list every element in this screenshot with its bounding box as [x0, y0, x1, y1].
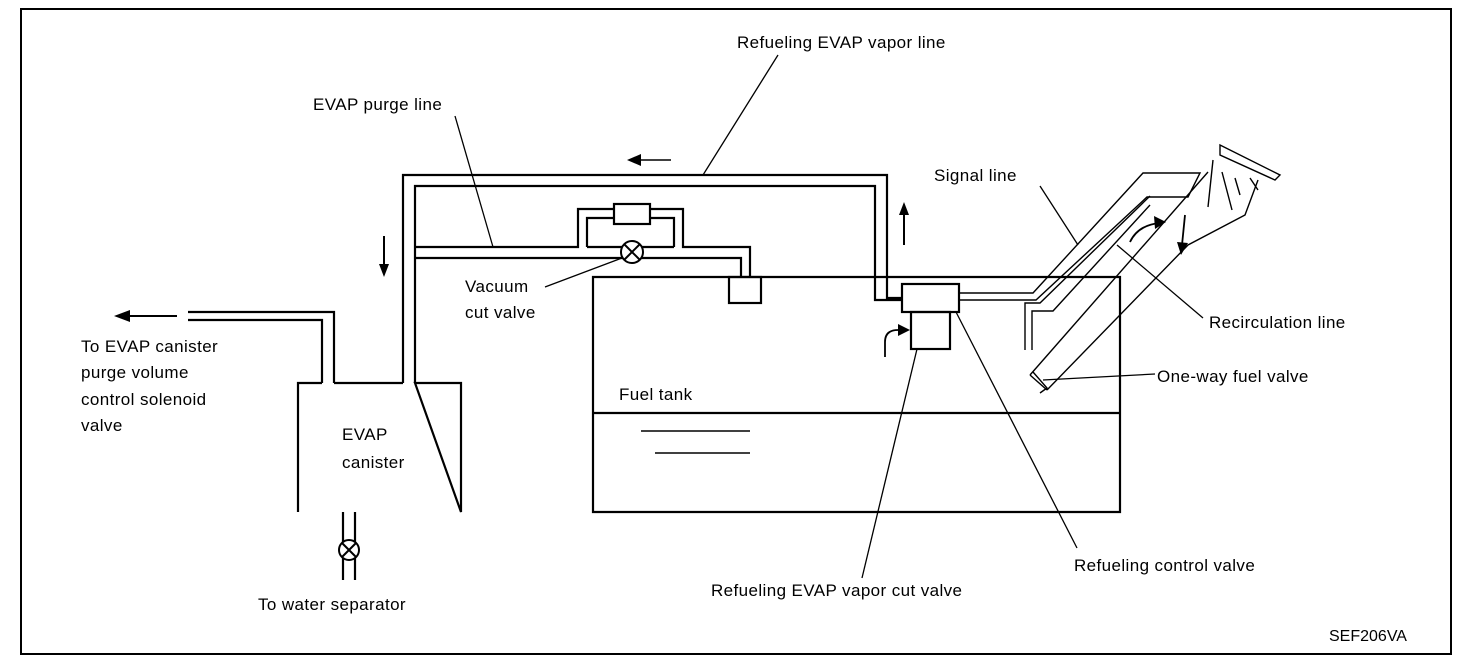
leader-line	[544, 257, 623, 288]
leader-line	[861, 348, 918, 579]
filler-neck	[1029, 143, 1282, 391]
label-refueling-control-valve: Refueling control valve	[1074, 556, 1255, 575]
tank-vacuum-port	[727, 275, 763, 305]
recirculation-line	[1024, 195, 1151, 350]
label-to-purge-valve: control solenoid	[81, 390, 206, 409]
refueling-evap-vapor-cut-valve	[909, 310, 952, 351]
evap-canister	[188, 310, 463, 580]
label-refueling-evap-vapor-cut-valve: Refueling EVAP vapor cut valve	[711, 581, 962, 600]
leader-line	[702, 54, 779, 176]
label-vacuum-cut-valve: cut valve	[465, 303, 536, 322]
label-evap-canister: canister	[342, 453, 405, 472]
label-to-purge-valve: To EVAP canister	[81, 337, 218, 356]
leader-line	[1039, 185, 1079, 246]
label-to-purge-valve: valve	[81, 416, 123, 435]
arrow-curved-right-icon	[884, 324, 910, 357]
leader-line	[955, 311, 1078, 549]
arrow-curved-right-icon	[1129, 216, 1166, 243]
water-separator-valve-icon	[338, 539, 360, 561]
check-valve-component	[612, 202, 652, 226]
arrow-left-icon	[627, 154, 671, 166]
refueling-evap-vapor-line	[401, 173, 903, 383]
label-signal-line: Signal line	[934, 166, 1017, 185]
leader-line	[1042, 373, 1156, 381]
label-to-purge-valve: purge volume	[81, 363, 189, 382]
label-to-water-separator: To water separator	[258, 595, 406, 614]
arrow-down-icon	[379, 236, 389, 277]
vacuum-cut-valve-icon	[620, 240, 644, 264]
label-recirculation-line: Recirculation line	[1209, 313, 1346, 332]
label-refueling-evap-vapor-line: Refueling EVAP vapor line	[737, 33, 946, 52]
refueling-control-valve	[900, 282, 961, 314]
arrow-left-icon	[114, 310, 177, 322]
figure-frame	[20, 8, 1452, 655]
label-evap-canister: EVAP	[342, 425, 388, 444]
arrow-up-icon	[899, 202, 909, 245]
label-fuel-tank: Fuel tank	[619, 385, 693, 404]
label-one-way-fuel-valve: One-way fuel valve	[1157, 367, 1309, 386]
leader-line	[454, 115, 494, 248]
figure-code: SEF206VA	[1329, 628, 1407, 645]
label-evap-purge-line: EVAP purge line	[313, 95, 442, 114]
arrow-down-icon	[1177, 214, 1188, 255]
label-vacuum-cut-valve: Vacuum	[465, 277, 529, 296]
fuel-tank	[591, 275, 1122, 514]
one-way-fuel-valve-mark	[1032, 371, 1049, 394]
evap-purge-line	[415, 207, 752, 277]
leader-line	[1116, 244, 1204, 319]
signal-line	[959, 172, 1202, 301]
